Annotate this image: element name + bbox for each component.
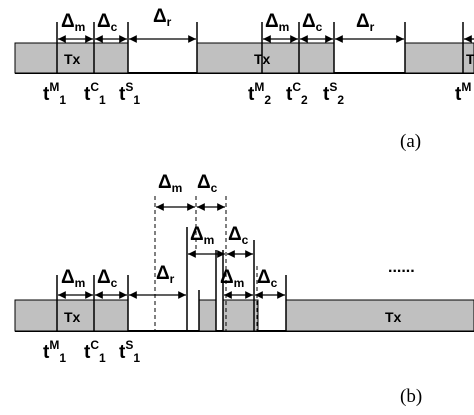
delta-m-label: Δm [190,224,214,247]
tx-label: Tx [254,51,271,67]
delta-m-label: Δm [61,11,85,34]
delta-c-label: Δc [257,267,278,290]
panel-b: Δm Δc Δr Δm Δc Δm Δc Δm Δc Tx Tx ...... … [14,172,474,407]
delta-m-label: Δm [158,172,182,195]
tx-label: Tx [385,309,402,325]
t-m-label: tM2 [248,80,271,107]
delta-m-label: Δm [220,267,244,290]
t-c-label: tC2 [286,80,308,107]
delta-c-label: Δc [197,172,218,195]
delta-m-label: Δm [61,267,85,290]
delta-m-label: Δm [265,11,289,34]
tx-block [198,299,217,332]
delta-c-label: Δc [97,11,118,34]
delta-c-label: Δc [228,224,249,247]
delta-c-label: Δc [302,11,323,34]
panel-a: Δm Δc Δr Δm Δc Δr Tx Tx T tM1 tC1 tS1 tM… [14,6,474,152]
delta-r-label: Δr [153,6,172,29]
t-s-label: tS1 [119,80,140,107]
t-m-label-partial: tM [455,80,471,105]
t-s-label: tS1 [119,338,140,365]
t-m-label: tM1 [43,80,66,107]
delta-r-label: Δr [156,263,175,286]
t-s-label: tS2 [323,80,344,107]
tx-label: Tx [64,309,81,325]
t-c-label: tC1 [84,338,106,365]
ellipsis: ...... [388,259,415,276]
caption-a: (a) [400,131,421,152]
tx-block [14,299,129,332]
t-m-label: tM1 [43,338,66,365]
t-c-label: tC1 [84,80,106,107]
tx-block [285,299,474,332]
delta-r-label: Δr [356,11,375,34]
caption-b: (b) [400,386,422,407]
tx-label: Tx [64,51,81,67]
tx-block [222,299,259,332]
delta-c-label: Δc [97,267,118,290]
tx-label-partial: T [466,51,474,67]
tx-block [196,42,335,74]
